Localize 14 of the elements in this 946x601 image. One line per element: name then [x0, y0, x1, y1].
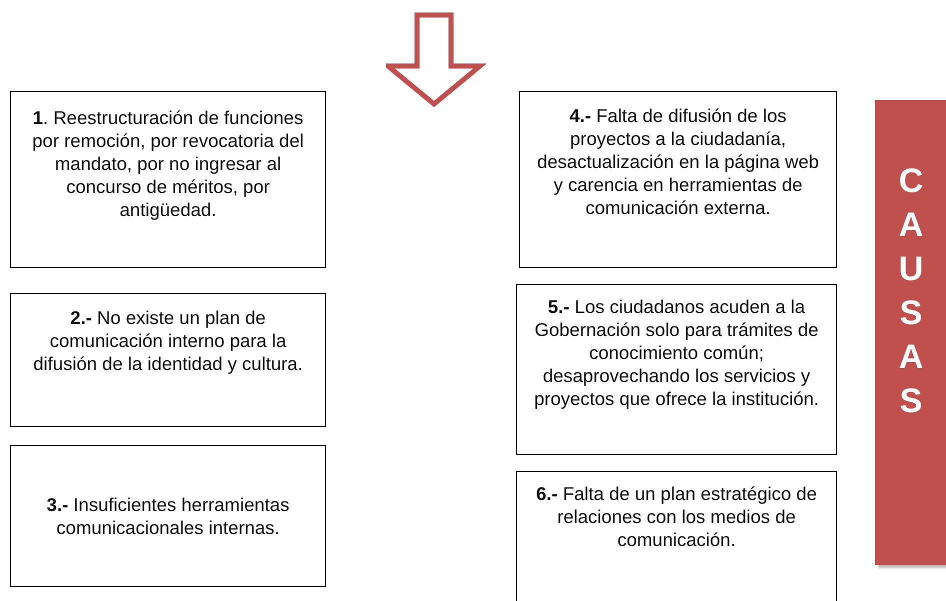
cause-text: 2.- No existe un plan de comunicación interno para la difusión de la identidad y cultura. [32, 306, 304, 376]
cause-text: 4.- Falta de difusión de los proyectos a la ciudadanía, desactualización en la página web y carencia en herramientas de comunicación externa. [536, 104, 820, 220]
cause-box [516, 284, 837, 455]
cause-box [516, 471, 837, 601]
cause-text: 5.- Los ciudadanos acuden a la Gobernación solo para trámites de conocimiento común; desaprovechando los servicios y proyectos que ofrece la institución. [533, 295, 820, 411]
cause-text: 1. Reestructuración de funciones por remoción, por revocatoria del mandato, por no ingresar al concurso de méritos, por antigüedad. [31, 106, 305, 222]
band-label: CAUSAS [891, 162, 930, 426]
cause-box [10, 293, 326, 427]
cause-box [10, 91, 326, 268]
cause-box [519, 91, 837, 268]
cause-text: 6.- Falta de un plan estratégico de relaciones con los medios de comunicación. [535, 482, 818, 552]
cause-text: 3.- Insuficientes herramientas comunicacionales internas. [46, 493, 290, 539]
cause-box [10, 445, 326, 587]
title-band [875, 100, 946, 565]
